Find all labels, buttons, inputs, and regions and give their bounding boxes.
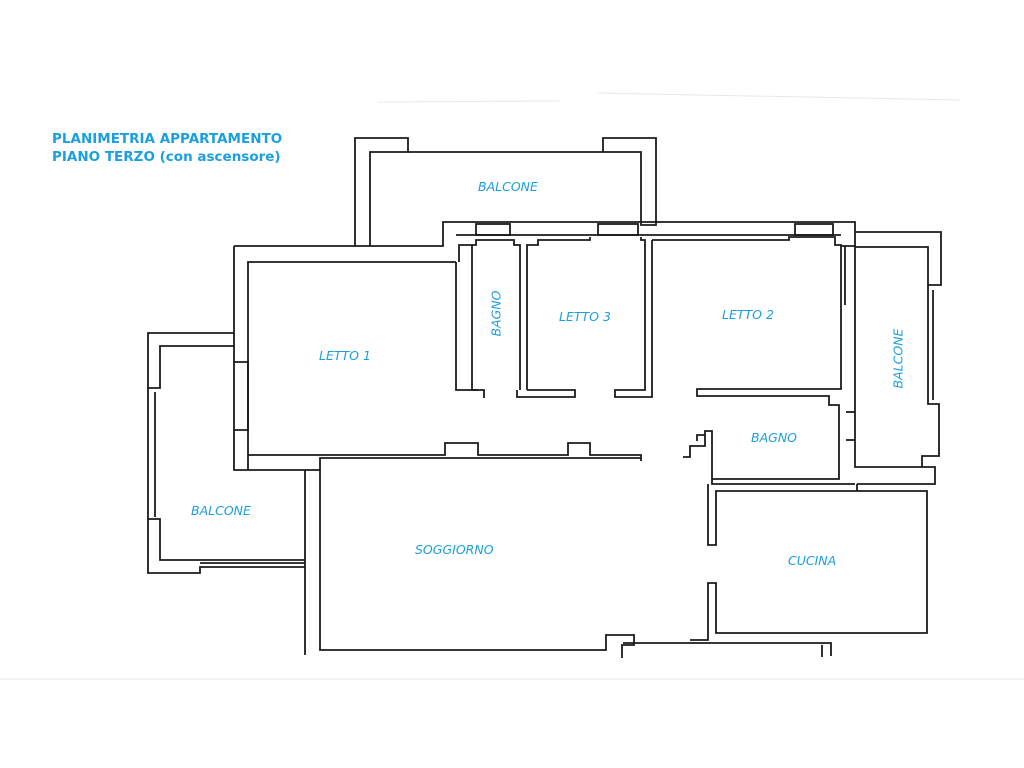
wall-balcone-right <box>855 231 942 286</box>
room-label-cucina: CUCINA <box>788 553 837 568</box>
window-letto3 <box>597 223 639 236</box>
wall-balcone-left <box>147 332 234 389</box>
room-label-letto2: LETTO 2 <box>722 307 774 322</box>
room-label-soggiorno: SOGGIORNO <box>415 542 494 557</box>
room-label-balcone-top: BALCONE <box>478 179 538 194</box>
walls <box>147 137 942 658</box>
plan-title-line2: PIANO TERZO (con ascensore) <box>52 149 281 165</box>
wall-outer-top <box>234 221 856 247</box>
room-label-letto1: LETTO 1 <box>319 348 371 363</box>
room-label-letto3: LETTO 3 <box>559 309 611 324</box>
window-letto2 <box>794 223 834 236</box>
plan-title: PLANIMETRIA APPARTAMENTO PIANO TERZO (co… <box>52 130 282 166</box>
wall-balcone-top <box>354 137 409 246</box>
room-label-bagno-small: BAGNO <box>751 430 798 445</box>
wall-balcone-top-right <box>602 137 657 226</box>
room-label-balcone-left: BALCONE <box>191 503 251 518</box>
window-bagno <box>475 223 511 236</box>
room-label-balcone-right: BALCONE <box>890 328 906 389</box>
plan-title-line1: PLANIMETRIA APPARTAMENTO <box>52 131 283 147</box>
room-label-bagno-vertical: BAGNO <box>488 290 504 337</box>
scan-artifacts <box>0 92 1024 680</box>
